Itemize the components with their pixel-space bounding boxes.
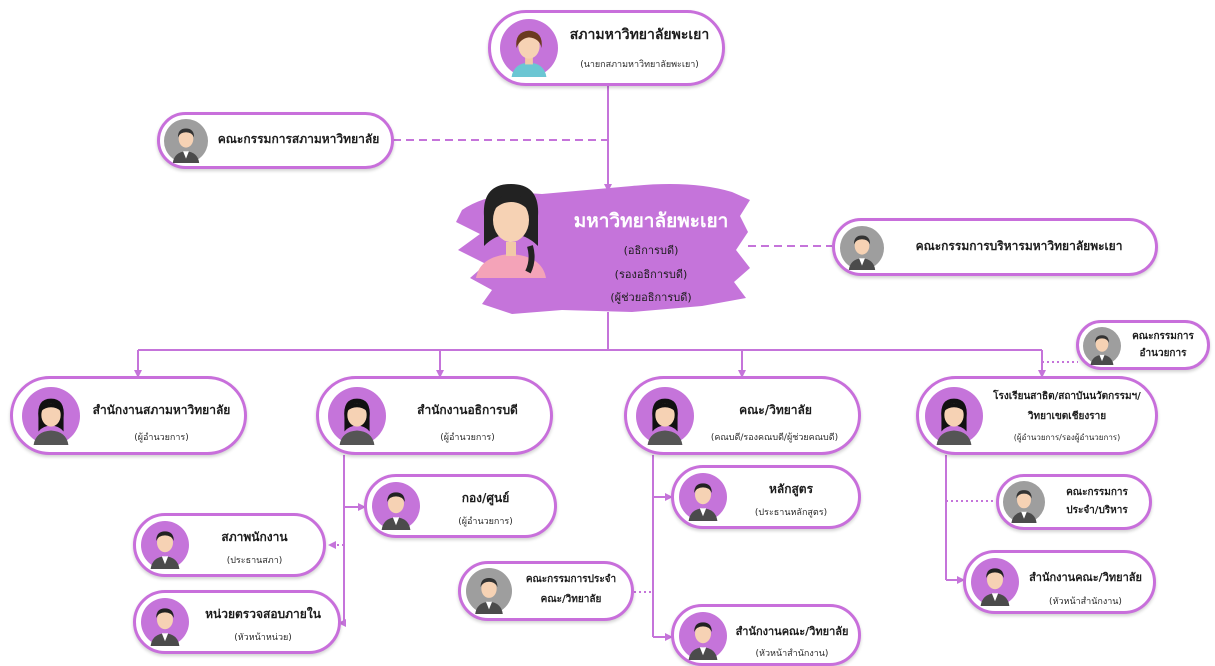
president-office-title: สำนักงานอธิการบดี	[417, 403, 518, 417]
school-title-line2: วิทยาเขตเชียงราย	[1027, 411, 1107, 422]
school-office-subtitle: (หัวหน้าสำนักงาน)	[1049, 597, 1122, 607]
curriculum-avatar	[679, 473, 727, 521]
man-grey-icon	[848, 235, 876, 270]
man-icon	[980, 568, 1010, 606]
council-office-title: สำนักงานสภามหาวิทยาลัย	[92, 403, 231, 417]
faculty-committee-title-line2: คณะ/วิทยาลัย	[540, 594, 602, 605]
council-committee-title: คณะกรรมการสภามหาวิทยาลัย	[217, 132, 380, 146]
council-office-avatar	[22, 387, 80, 445]
university-role-assistant-president: (ผู้ช่วยอธิการบดี)	[610, 291, 692, 304]
faculty-committee-node: คณะกรรมการประจำ คณะ/วิทยาลัย	[458, 561, 634, 621]
faculty-office-avatar	[679, 612, 727, 660]
division-subtitle: (ผู้อำนวยการ)	[458, 517, 513, 527]
curriculum-subtitle: (ประธานหลักสูตร)	[754, 508, 828, 518]
man-icon	[688, 483, 718, 521]
director-committee-title-line2: อำนวยการ	[1139, 348, 1187, 359]
faculty-committee-title-line1: คณะกรรมการประจำ	[525, 574, 617, 585]
council-chair-avatar	[500, 19, 558, 77]
school-office-avatar	[971, 558, 1019, 606]
school-committee-avatar	[1003, 481, 1045, 523]
faculty-avatar	[636, 387, 694, 445]
woman-long-hair-icon	[476, 184, 546, 278]
school-committee-title-line1: คณะกรรมการ	[1066, 487, 1128, 498]
school-subtitle: (ผู้อำนวยการ/รองผู้อำนวยการ)	[1013, 433, 1121, 442]
internal-audit-avatar	[141, 598, 189, 646]
council-node: สภามหาวิทยาลัยพะเยา (นายกสภามหาวิทยาลัยพ…	[488, 10, 725, 86]
president-office-node: สำนักงานอธิการบดี (ผู้อำนวยการ)	[316, 376, 553, 455]
university-node: มหาวิทยาลัยพะเยา (อธิการบดี) (รองอธิการบ…	[452, 172, 752, 320]
division-avatar	[372, 482, 420, 530]
woman-dark-hair-icon	[936, 398, 972, 445]
school-node: โรงเรียนสาธิต/สถาบันนวัตกรรมฯ/ วิทยาเขตเ…	[916, 376, 1158, 455]
school-title-line1: โรงเรียนสาธิต/สถาบันนวัตกรรมฯ/	[993, 391, 1141, 402]
man-grey-icon	[1011, 490, 1037, 523]
admin-committee-title: คณะกรรมการบริหารมหาวิทยาลัยพะเยา	[915, 239, 1123, 253]
admin-committee-avatar	[840, 226, 884, 270]
woman-dark-hair-icon	[339, 398, 375, 445]
faculty-office-subtitle: (หัวหน้าสำนักงาน)	[755, 649, 829, 659]
faculty-office-node: สำนักงานคณะ/วิทยาลัย (หัวหน้าสำนักงาน)	[671, 604, 861, 666]
council-title: สภามหาวิทยาลัยพะเยา	[569, 27, 710, 43]
division-title: กอง/ศูนย์	[461, 491, 510, 505]
division-node: กอง/ศูนย์ (ผู้อำนวยการ)	[364, 474, 557, 538]
president-office-subtitle: (ผู้อำนวยการ)	[440, 433, 495, 443]
council-office-node: สำนักงานสภามหาวิทยาลัย (ผู้อำนวยการ)	[10, 376, 247, 455]
faculty-title: คณะ/วิทยาลัย	[739, 403, 812, 417]
university-president-avatar	[466, 176, 556, 278]
council-committee-avatar	[164, 119, 208, 163]
woman-dark-hair-icon	[647, 398, 683, 445]
faculty-office-title: สำนักงานคณะ/วิทยาลัย	[735, 625, 849, 638]
internal-audit-node: หน่วยตรวจสอบภายใน (หัวหน้าหน่วย)	[133, 590, 341, 654]
staff-council-node: สภาพนักงาน (ประธานสภา)	[133, 513, 326, 577]
school-committee-node: คณะกรรมการ ประจำ/บริหาร	[996, 474, 1152, 530]
director-committee-avatar	[1083, 327, 1121, 365]
internal-audit-title: หน่วยตรวจสอบภายใน	[205, 607, 321, 621]
man-grey-icon	[1090, 335, 1114, 365]
council-subtitle: (นายกสภามหาวิทยาลัยพะเยา)	[580, 60, 699, 70]
man-grey-icon	[475, 577, 503, 614]
staff-council-avatar	[141, 521, 189, 569]
director-committee-title-line1: คณะกรรมการ	[1132, 331, 1194, 342]
staff-council-subtitle: (ประธานสภา)	[226, 556, 283, 566]
faculty-committee-avatar	[466, 568, 512, 614]
school-office-node: สำนักงานคณะ/วิทยาลัย (หัวหน้าสำนักงาน)	[963, 550, 1156, 614]
council-committee-node: คณะกรรมการสภามหาวิทยาลัย	[157, 112, 394, 169]
school-avatar	[925, 387, 983, 445]
president-office-avatar	[328, 387, 386, 445]
man-icon	[381, 492, 411, 530]
university-role-president: (อธิการบดี)	[623, 244, 679, 257]
internal-audit-subtitle: (หัวหน้าหน่วย)	[234, 633, 292, 643]
university-title: มหาวิทยาลัยพะเยา	[573, 210, 729, 232]
curriculum-title: หลักสูตร	[768, 482, 814, 496]
man-icon	[688, 622, 718, 660]
council-office-subtitle: (ผู้อำนวยการ)	[134, 433, 189, 443]
man-icon	[150, 608, 180, 646]
faculty-subtitle: (คณบดี/รองคณบดี/ผู้ช่วยคณบดี)	[710, 433, 839, 443]
man-grey-icon	[172, 128, 200, 163]
staff-council-title: สภาพนักงาน	[221, 530, 288, 544]
school-committee-title-line2: ประจำ/บริหาร	[1066, 505, 1128, 516]
director-committee-node: คณะกรรมการ อำนวยการ	[1076, 320, 1210, 370]
admin-committee-node: คณะกรรมการบริหารมหาวิทยาลัยพะเยา	[832, 218, 1158, 276]
curriculum-node: หลักสูตร (ประธานหลักสูตร)	[671, 465, 861, 529]
university-role-vice-president: (รองอธิการบดี)	[614, 268, 688, 281]
woman-short-hair-icon	[511, 30, 547, 77]
woman-dark-hair-icon	[33, 398, 69, 445]
man-icon	[150, 531, 180, 569]
school-office-title: สำนักงานคณะ/วิทยาลัย	[1029, 571, 1142, 584]
faculty-node: คณะ/วิทยาลัย (คณบดี/รองคณบดี/ผู้ช่วยคณบด…	[624, 376, 861, 455]
